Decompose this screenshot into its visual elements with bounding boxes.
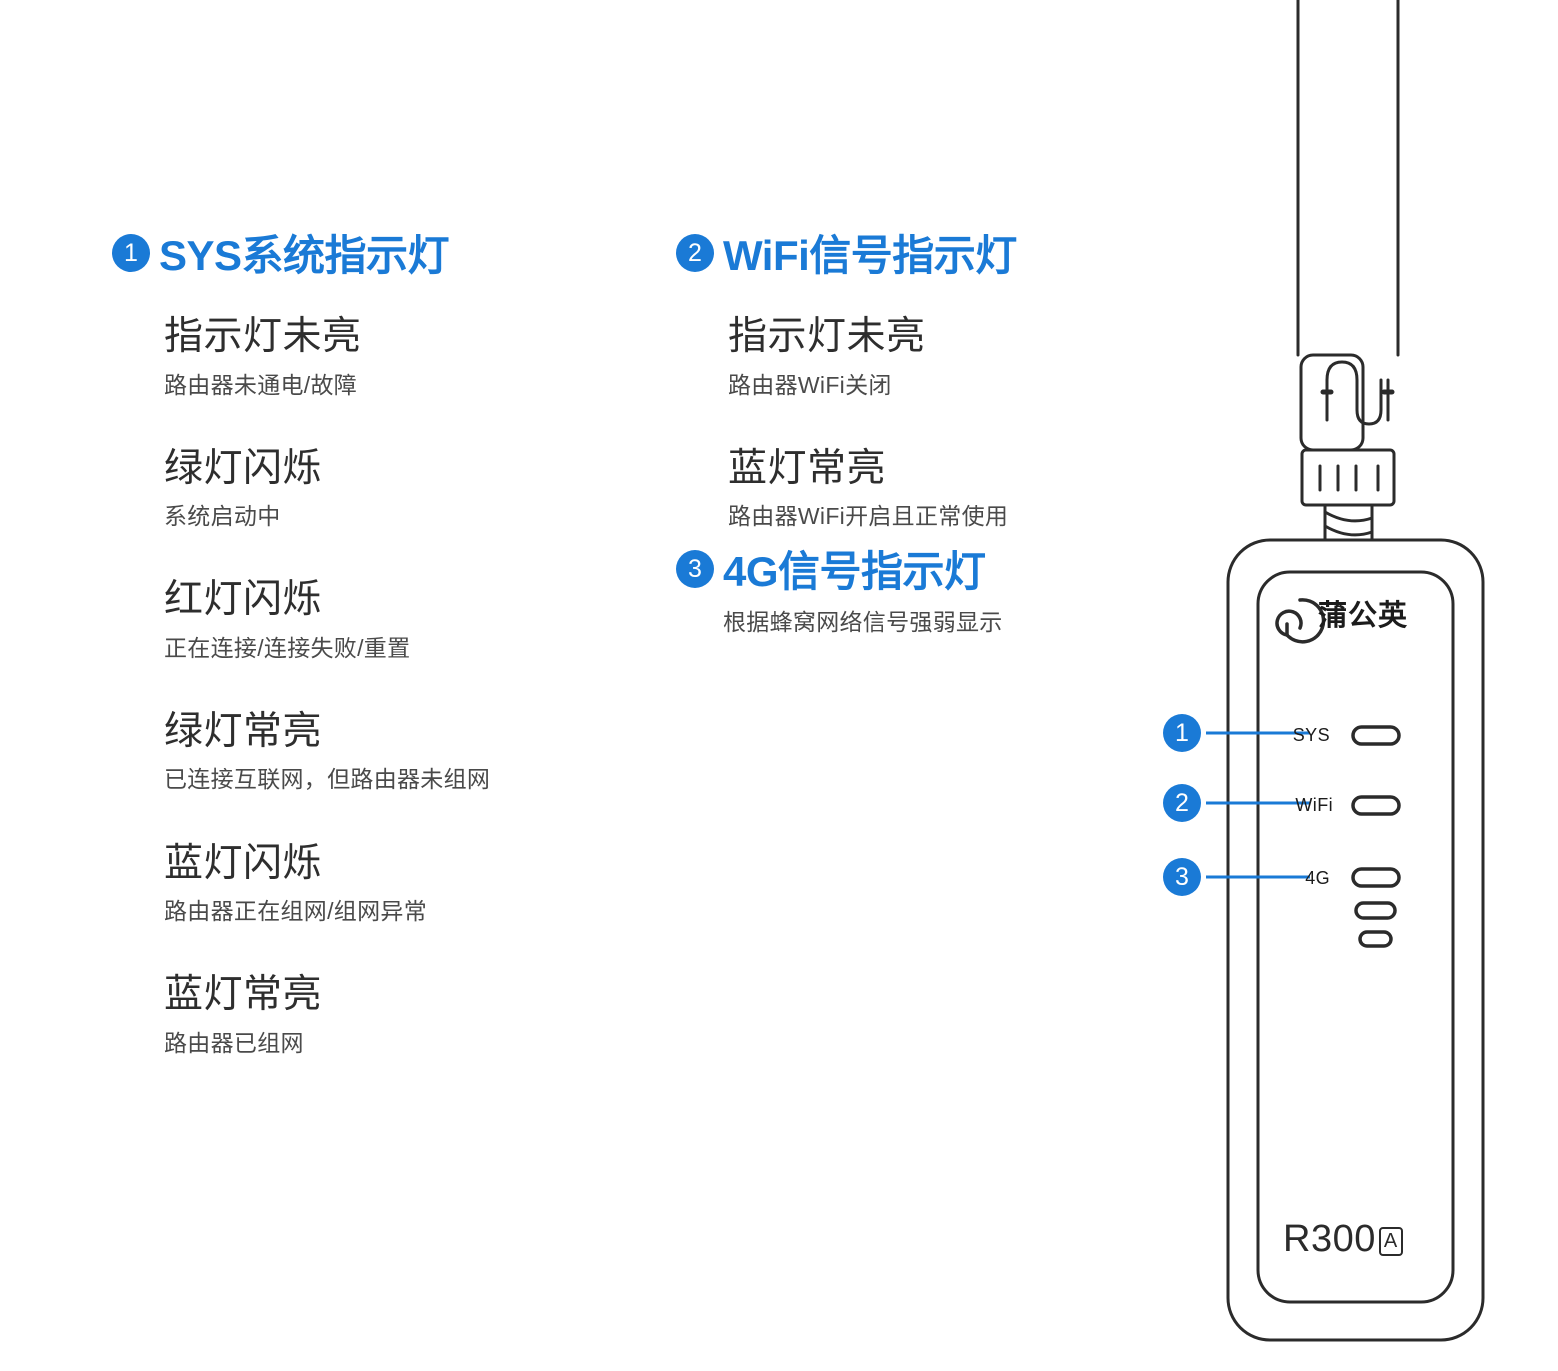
list-item: 绿灯闪烁 系统启动中 [164,445,632,533]
led-state-meaning: 路由器WiFi开启且正常使用 [728,503,1009,530]
led-state-label: 蓝灯闪烁 [164,841,323,885]
led-pill-4g-bar-1 [1351,867,1401,888]
section-4g-header: 3 4G信号指示灯 [676,538,1146,599]
dandelion-spiral-icon [1275,598,1326,644]
section-wifi-header: 2 WiFi信号指示灯 [676,222,1146,283]
list-item: 蓝灯常亮 路由器WiFi开启且正常使用 [728,445,1146,533]
model-suffix-badge: A [1378,1227,1403,1256]
section-number-badge-2: 2 [676,233,714,272]
led-label-wifi: WiFi [1295,795,1333,815]
list-item: 蓝灯常亮 路由器已组网 [164,971,632,1059]
led-label-4g: 4G [1305,868,1330,888]
led-pill-4g-bar-2 [1354,901,1397,920]
led-state-label: 指示灯未亮 [164,315,362,358]
router-line-drawing [1206,0,1485,1342]
led-pill-4g-bar-3 [1358,930,1393,948]
list-item: 绿灯常亮 已连接互联网，但路由器未组网 [164,708,632,796]
led-state-meaning: 系统启动中 [164,503,281,530]
led-state-label: 绿灯常亮 [164,709,323,753]
list-item: 指示灯未亮 路由器WiFi关闭 [728,313,1146,401]
model-number: R300 [1283,1218,1376,1260]
section-title-wifi: WiFi信号指示灯 [723,232,1017,279]
section-wifi-indicator: 2 WiFi信号指示灯 指示灯未亮 路由器WiFi关闭 蓝灯常亮 路由器WiFi… [676,222,1146,532]
led-pill-sys [1351,725,1401,746]
brand-name-label: 蒲公英 [1318,600,1409,632]
led-state-label: 蓝灯常亮 [728,446,887,490]
led-state-meaning: 路由器正在组网/组网异常 [164,898,427,925]
sys-entry-list: 指示灯未亮 路由器未通电/故障 绿灯闪烁 系统启动中 红灯闪烁 正在连接/连接失… [112,313,632,1059]
led-label-sys: SYS [1292,725,1330,745]
led-state-meaning: 正在连接/连接失败/重置 [164,634,411,661]
section-number-badge-3: 3 [676,549,714,588]
router-inner-panel [1256,570,1455,1304]
led-state-meaning: 路由器WiFi关闭 [728,371,892,398]
router-outer-shell [1226,538,1485,1342]
section-4g-description: 根据蜂窝网络信号强弱显示 [723,609,1003,636]
section-wifi-and-4g-column: 2 WiFi信号指示灯 指示灯未亮 路由器WiFi关闭 蓝灯常亮 路由器WiFi… [676,222,1146,638]
list-item: 红灯闪烁 正在连接/连接失败/重置 [164,576,632,664]
callout-badge-3: 3 [1163,858,1201,896]
callout-leader-lines [1206,731,1310,879]
callout-badge-2: 2 [1163,784,1201,822]
led-state-label: 蓝灯常亮 [164,973,323,1017]
section-title-sys: SYS系统指示灯 [159,232,450,279]
callout-badge-1: 1 [1163,714,1201,752]
antenna-icon [1296,0,1400,542]
list-item: 指示灯未亮 路由器未通电/故障 [164,313,632,401]
section-4g-indicator: 3 4G信号指示灯 根据蜂窝网络信号强弱显示 [676,538,1146,638]
led-state-label: 指示灯未亮 [728,315,926,358]
wifi-entry-list: 指示灯未亮 路由器WiFi关闭 蓝灯常亮 路由器WiFi开启且正常使用 [676,313,1146,532]
router-device-illustration [1140,0,1558,1371]
led-state-meaning: 路由器未通电/故障 [164,371,358,398]
led-state-label: 红灯闪烁 [164,578,323,622]
led-state-meaning: 路由器已组网 [164,1029,304,1056]
list-item: 蓝灯闪烁 路由器正在组网/组网异常 [164,840,632,928]
section-sys-indicator: 1 SYS系统指示灯 指示灯未亮 路由器未通电/故障 绿灯闪烁 系统启动中 红灯… [112,222,632,1059]
led-pill-wifi [1351,795,1401,816]
section-sys-header: 1 SYS系统指示灯 [112,222,632,283]
led-state-label: 绿灯闪烁 [164,446,323,490]
section-number-badge-1: 1 [112,233,150,272]
section-title-4g: 4G信号指示灯 [723,548,986,596]
led-state-meaning: 已连接互联网，但路由器未组网 [164,766,491,793]
